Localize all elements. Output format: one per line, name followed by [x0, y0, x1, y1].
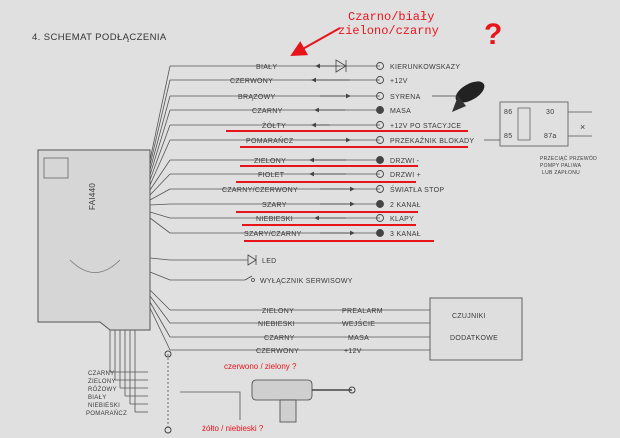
relay-87a: 87a	[544, 133, 557, 140]
wire-label-zielony: ZIELONY	[254, 158, 286, 165]
bottom-wires: CZARNY ZIELONY RÓŻOWY BIAŁY NIEBIESKI PO…	[86, 350, 241, 434]
wire-bundle	[109, 65, 171, 412]
dest-przekaznik-blokady: PRZEKAŹNIK BLOKADY	[390, 136, 474, 145]
led-icon	[247, 254, 257, 266]
wire-label-czerwony: CZERWONY	[230, 78, 273, 85]
unit-label: FAI440	[88, 183, 97, 210]
annotation-top-2: zielono/czarny	[338, 24, 439, 38]
relay-box: 86 85 30 87a × PRZECIĄĆ PRZEWÓD POMPY PA…	[484, 101, 597, 176]
bottom-wire-3: BIAŁY	[88, 395, 107, 401]
dest-12v-stacyjce: +12V PO STACYJCE	[390, 123, 461, 130]
sensor-dest-prealarm: PREALARM	[342, 308, 383, 315]
diode-icon	[335, 59, 347, 73]
wire-label-fiolet: FIOLET	[258, 172, 285, 179]
sensor-wire-czarny: CZARNY	[264, 335, 295, 342]
cut-mark-icon: ×	[580, 122, 586, 132]
led-label: LED	[262, 258, 277, 265]
dest-kierunkowskazy: KIERUNKOWSKAZY	[390, 64, 460, 71]
bottom-wire-5: POMARAŃCZ	[86, 410, 127, 417]
control-unit: FAI440	[37, 149, 151, 331]
dest-drzwi-minus: DRZWI -	[390, 158, 420, 165]
relay-note-2: POMPY PALIWA	[540, 163, 582, 169]
relay-note-3: LUB ZAPŁONU	[542, 170, 580, 176]
annotation-bottom-2: żółto / niebieski ?	[202, 424, 264, 433]
terminal-connectors	[376, 62, 384, 237]
dest-drzwi-plus: DRZWI +	[390, 172, 421, 179]
wire-label-szary: SZARY	[262, 202, 287, 209]
dest-3-kanal: 3 KANAŁ	[390, 231, 421, 238]
annotations: Czarno/biały zielono/czarny ? czerwono /…	[202, 10, 502, 433]
relay-86: 86	[504, 109, 512, 116]
sensor-box-line1: CZUJNIKI	[452, 313, 486, 320]
question-mark: ?	[484, 18, 502, 51]
bottom-wire-2: RÓŻOWY	[88, 386, 117, 393]
section-title: 4. SCHEMAT PODŁĄCZENIA	[32, 32, 167, 43]
siren-icon	[432, 81, 485, 112]
wire-label-bialy: BIAŁY	[256, 64, 277, 71]
wire-label-zolty: ŻÓŁTY	[262, 121, 286, 130]
sensor-wire-zielony: ZIELONY	[262, 308, 294, 315]
sensor-section: ZIELONY NIEBIESKI CZARNY CZERWONY PREALA…	[170, 297, 523, 361]
dest-swiatla-stop: ŚWIATŁA STOP	[390, 185, 444, 194]
bottom-wire-0: CZARNY	[88, 371, 114, 377]
relay-note-1: PRZECIĄĆ PRZEWÓD	[540, 155, 597, 162]
relay-30: 30	[546, 109, 554, 116]
dest-klapy: KLAPY	[390, 216, 414, 223]
service-switch-icon	[244, 275, 255, 282]
wire-label-szary-czarny: SZARY/CZARNY	[244, 231, 302, 238]
actuator-icon	[251, 379, 356, 423]
dest-masa: MASA	[390, 108, 411, 115]
sensor-dest-masa: MASA	[348, 335, 369, 342]
sensor-wire-niebieski: NIEBIESKI	[258, 321, 295, 328]
wire-label-czarny-czerwony: CZARNY/CZERWONY	[222, 187, 298, 194]
sensor-dest-wejscie: WEJŚCIE	[342, 319, 375, 328]
relay-85: 85	[504, 133, 512, 140]
annotation-top-1: Czarno/biały	[348, 10, 434, 24]
service-switch-label: WYŁĄCZNIK SERWISOWY	[260, 278, 353, 285]
bottom-wire-4: NIEBIESKI	[88, 403, 120, 409]
dest-syrena: SYRENA	[390, 94, 421, 101]
annotation-bottom-1: czerwono / zielony ?	[224, 362, 297, 371]
dest-12v: +12V	[390, 78, 408, 85]
dest-2-kanal: 2 KANAŁ	[390, 202, 421, 209]
wire-label-czarny: CZARNY	[252, 108, 283, 115]
wire-label-niebieski: NIEBIESKI	[256, 216, 293, 223]
upper-wires: BIAŁY CZERWONY BRĄZOWY CZARNY ŻÓŁTY POMA…	[170, 59, 474, 285]
bottom-wire-1: ZIELONY	[88, 379, 116, 385]
sensor-wire-czerwony: CZERWONY	[256, 348, 299, 355]
wire-label-brazowy: BRĄZOWY	[238, 94, 276, 101]
sensor-box-line2: DODATKOWE	[450, 335, 498, 342]
sensor-dest-12v: +12V	[344, 348, 362, 355]
wire-label-pomarancz: POMARAŃCZ	[246, 136, 294, 145]
